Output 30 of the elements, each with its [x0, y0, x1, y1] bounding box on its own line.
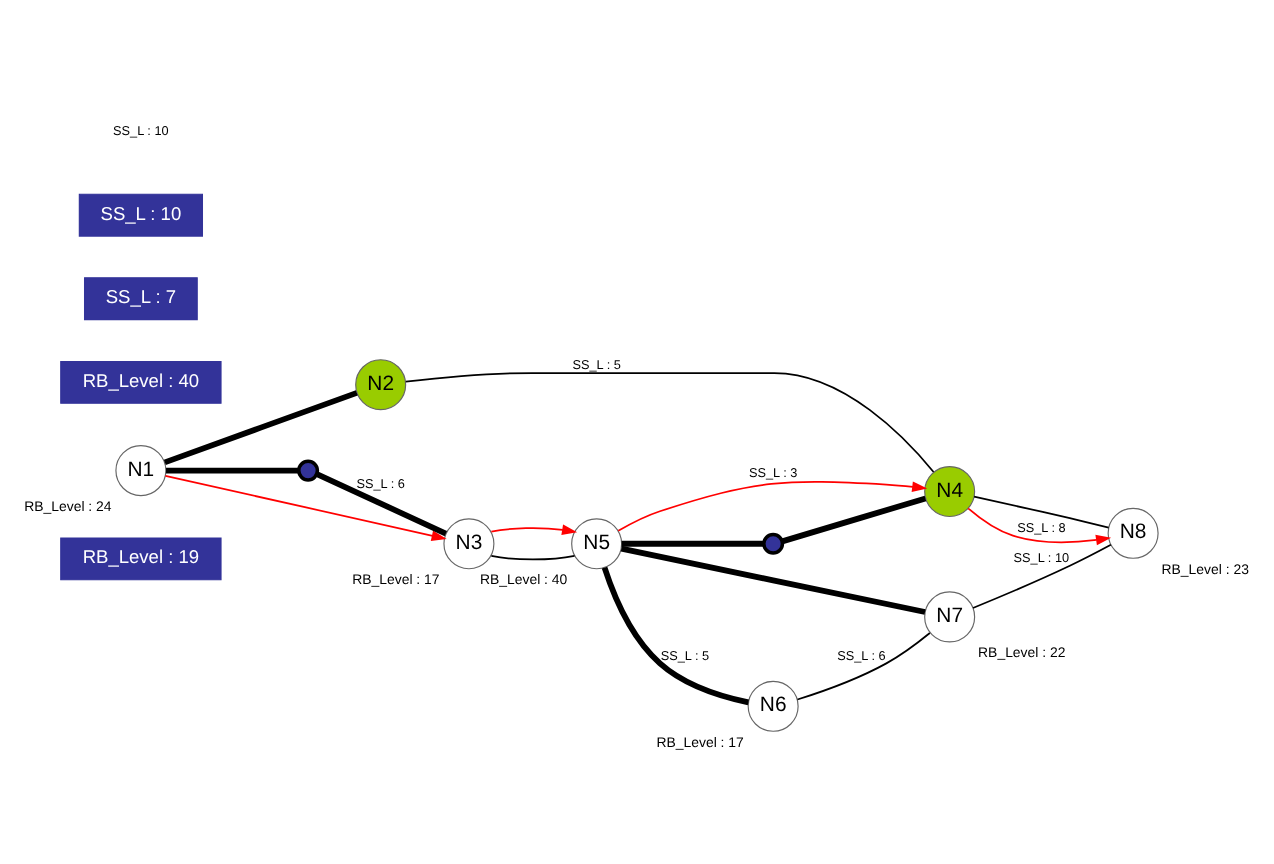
node-circle: N1: [115, 445, 167, 497]
connector: [163, 390, 358, 466]
arrow: [164, 475, 447, 541]
node-box: SS_L : 7: [84, 277, 198, 321]
connector: [620, 545, 926, 615]
connector: [166, 467, 299, 474]
node-circle: N4: [924, 465, 976, 518]
arrow: [617, 481, 928, 532]
connector: [781, 495, 927, 545]
node-circle: [762, 532, 785, 555]
connector: [490, 554, 576, 561]
connector: [601, 566, 750, 706]
node-circle: N5: [571, 518, 623, 570]
node-circle: N2: [355, 359, 407, 411]
connector: [972, 544, 1112, 609]
connector: [404, 372, 935, 473]
node-circle: N6: [747, 680, 799, 732]
node-circle: [297, 459, 320, 482]
node-circle: N3: [443, 518, 495, 570]
node-box: RB_Level : 40: [60, 360, 222, 404]
node-box: RB_Level : 19: [60, 537, 222, 581]
connector: [796, 632, 931, 701]
node-circle: N7: [924, 591, 976, 643]
connector: [621, 540, 764, 547]
connector: [315, 471, 448, 537]
connector: [973, 495, 1110, 529]
node-circle: N8: [1107, 507, 1159, 559]
node-box: SS_L : 10: [78, 193, 203, 237]
arrow: [490, 524, 578, 535]
arrow: [967, 507, 1112, 546]
